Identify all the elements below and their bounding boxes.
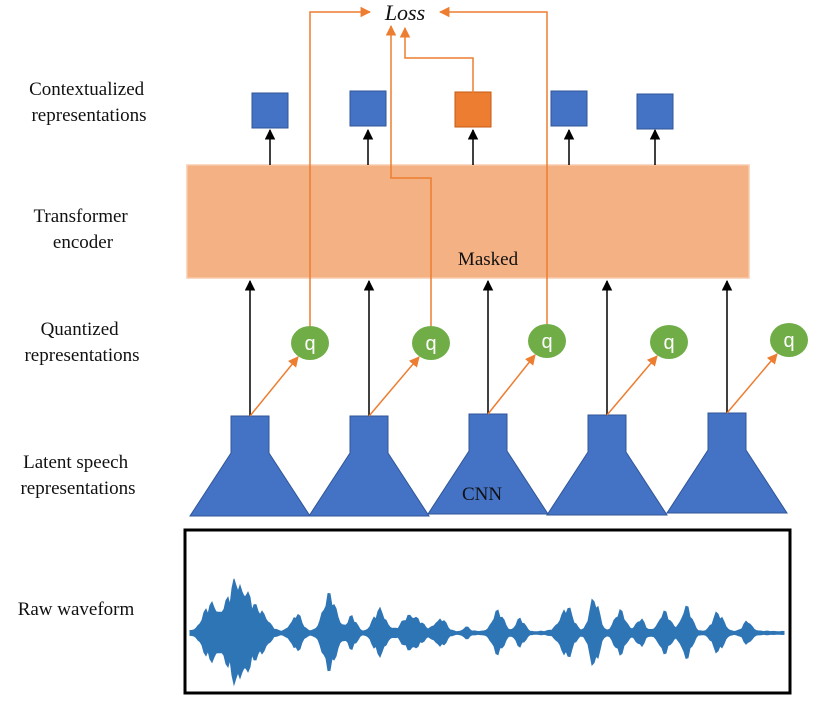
context-box bbox=[636, 93, 674, 130]
cnn-shape bbox=[308, 415, 430, 517]
arrow-to-loss bbox=[399, 26, 474, 93]
label-transformer-encoder: Transformer encoder bbox=[33, 206, 132, 253]
q-label: q bbox=[663, 332, 674, 354]
cnn-block bbox=[546, 414, 668, 516]
context-boxes bbox=[251, 90, 674, 130]
black-arrows bbox=[244, 128, 733, 416]
label-raw-waveform: Raw waveform bbox=[18, 599, 135, 620]
arrow-cnn-to-q bbox=[606, 355, 658, 416]
q-circle bbox=[770, 323, 808, 357]
q-node: q bbox=[291, 326, 329, 360]
cnn-shape bbox=[666, 412, 788, 514]
label-contextualized: Contextualized representations bbox=[29, 79, 149, 126]
cnn-block bbox=[308, 415, 430, 517]
q-node: q bbox=[650, 325, 688, 359]
loss-paths bbox=[309, 6, 548, 326]
q-node: q bbox=[770, 323, 808, 357]
arrow-cnn-to-q bbox=[487, 354, 536, 415]
waveform-frame bbox=[183, 528, 792, 695]
context-box-masked bbox=[454, 91, 492, 128]
arrow-cnn-to-q bbox=[726, 353, 778, 414]
q-node: q bbox=[412, 326, 450, 360]
label-latent: Latent speech representations bbox=[20, 452, 135, 499]
loss-label: Loss bbox=[384, 0, 425, 25]
cnn-layer: CNN bbox=[189, 412, 788, 517]
waveform bbox=[189, 578, 785, 687]
context-box bbox=[349, 90, 387, 127]
transformer-encoder-block bbox=[186, 164, 750, 279]
q-circle bbox=[528, 324, 566, 358]
arrow-cnn-to-q bbox=[368, 356, 420, 417]
cnn-label: CNN bbox=[462, 484, 502, 505]
context-box bbox=[251, 92, 289, 129]
cnn-shape bbox=[546, 414, 668, 516]
masked-label: Masked bbox=[458, 249, 519, 270]
q-label: q bbox=[304, 333, 315, 355]
arrow-to-loss bbox=[309, 6, 372, 326]
cnn-block bbox=[666, 412, 788, 514]
q-label: q bbox=[783, 330, 794, 352]
label-quantized: Quantized representations bbox=[24, 319, 139, 366]
q-circle bbox=[412, 326, 450, 360]
cnn-block bbox=[189, 415, 311, 517]
arrow-to-loss bbox=[385, 24, 432, 326]
q-label: q bbox=[425, 333, 436, 355]
cnn-shape bbox=[189, 415, 311, 517]
arrow-to-loss bbox=[438, 6, 548, 324]
context-box bbox=[550, 90, 588, 127]
q-circle bbox=[650, 325, 688, 359]
q-label: q bbox=[541, 331, 552, 353]
q-circle bbox=[291, 326, 329, 360]
orange-arrows bbox=[249, 353, 778, 417]
arrow-cnn-to-q bbox=[249, 356, 299, 417]
q-node: q bbox=[528, 324, 566, 358]
